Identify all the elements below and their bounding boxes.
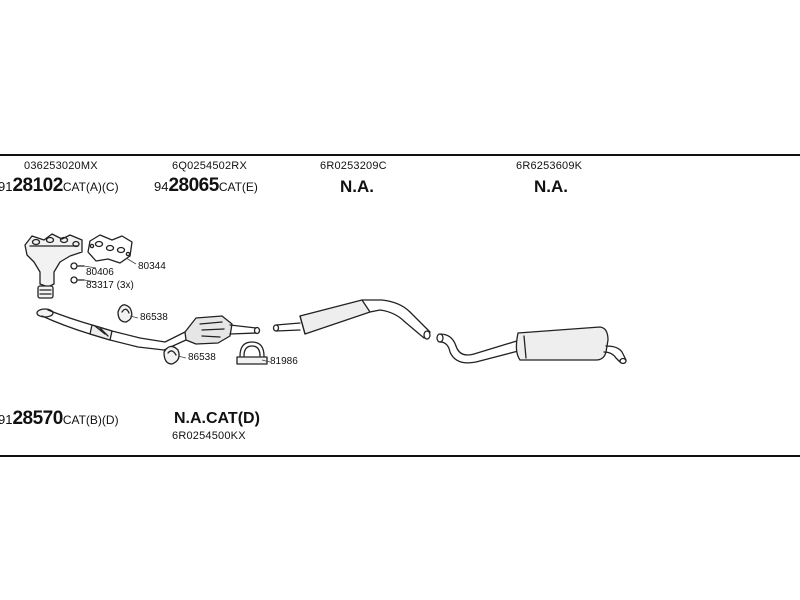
exhaust-manifold[interactable]: [24, 233, 83, 299]
callout-86538-upper: 86538: [140, 312, 168, 323]
callout-80344: 80344: [138, 261, 166, 272]
not-available-3: N.A.: [340, 177, 374, 196]
code-label-2: 6Q0254502RX: [172, 160, 247, 172]
callout-86538-lower: 86538: [188, 352, 216, 363]
part-number-main: 28102: [12, 175, 63, 196]
code-label-bottom: 6R0254500KX: [172, 430, 246, 442]
code-label-3: 6R0253209C: [320, 160, 387, 172]
part-suffix: CAT(A)(C): [62, 180, 119, 194]
part-prefix: 94: [154, 179, 169, 194]
stud-and-nut[interactable]: [70, 262, 85, 284]
catalytic-converter[interactable]: [184, 315, 261, 345]
rear-silencer[interactable]: [436, 326, 627, 365]
top-divider: [0, 154, 800, 156]
part-suffix: CAT(E): [218, 180, 258, 194]
code-label-1: 036253020MX: [24, 160, 98, 172]
callout-80406: 80406: [86, 267, 114, 278]
callout-83317: 83317 (3x): [86, 280, 134, 291]
clamp-86538-lower[interactable]: [163, 345, 180, 365]
part-number-main: 28065: [168, 175, 219, 196]
code-label-4: 6R6253609K: [516, 160, 583, 172]
bottom-divider: [0, 455, 800, 457]
clamp-86538-upper[interactable]: [117, 304, 133, 323]
callout-leaders: [83, 257, 271, 363]
part-prefix: 91: [0, 179, 13, 194]
part-number-bottom-1[interactable]: 9128570CAT(B)(D): [0, 408, 119, 430]
u-bolt-clamp-81986[interactable]: [236, 341, 268, 365]
manifold-gasket[interactable]: [87, 234, 133, 264]
part-prefix: 91: [0, 412, 13, 427]
callout-81986: 81986: [270, 356, 298, 367]
part-number-1[interactable]: 9128102CAT(A)(C): [0, 175, 119, 197]
part-number-main: 28570: [12, 408, 63, 429]
not-available-cat: N.A.CAT(D): [174, 410, 260, 427]
part-suffix: CAT(B)(D): [62, 413, 119, 427]
not-available-4: N.A.: [534, 177, 568, 196]
part-number-2[interactable]: 9428065CAT(E): [154, 175, 258, 197]
front-pipe[interactable]: [36, 308, 187, 351]
middle-silencer[interactable]: [272, 299, 431, 340]
